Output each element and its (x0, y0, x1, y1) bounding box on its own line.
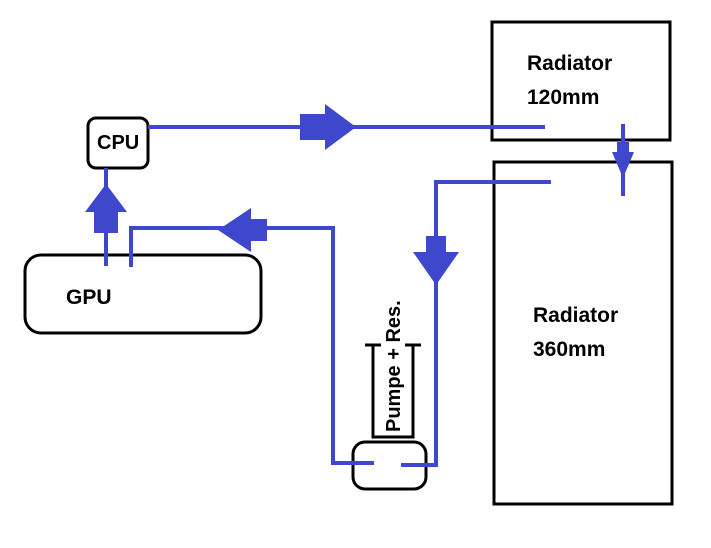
radiator-120mm-label-line2: 120mm (527, 86, 599, 109)
radiator-120mm-label-line1: Radiator (527, 52, 612, 75)
gpu-label: GPU (66, 286, 112, 309)
reservoir-body (371, 345, 415, 439)
cpu-to-radiator-arrow (300, 104, 356, 150)
gpu-to-cpu-arrow (85, 184, 127, 233)
tube-pump-to-gpu (129, 226, 374, 465)
pump-reservoir-label: Pumpe + Res. (383, 300, 405, 432)
pump-to-gpu-arrow (218, 208, 267, 252)
radiator-120mm-box (490, 20, 672, 142)
pump-reservoir (351, 343, 428, 491)
cpu-box (86, 116, 150, 170)
radiator-to-pump-arrow (413, 236, 459, 285)
radiator-360mm-label-line2: 360mm (533, 338, 605, 361)
radiator-to-radiator-arrow (612, 142, 634, 178)
tube-radiator-360-to-pump (401, 180, 551, 467)
cpu-label: CPU (97, 132, 139, 154)
radiator-360mm-label-line1: Radiator (533, 304, 618, 327)
radiator-360mm-box (492, 160, 674, 506)
gpu-box (23, 253, 263, 335)
